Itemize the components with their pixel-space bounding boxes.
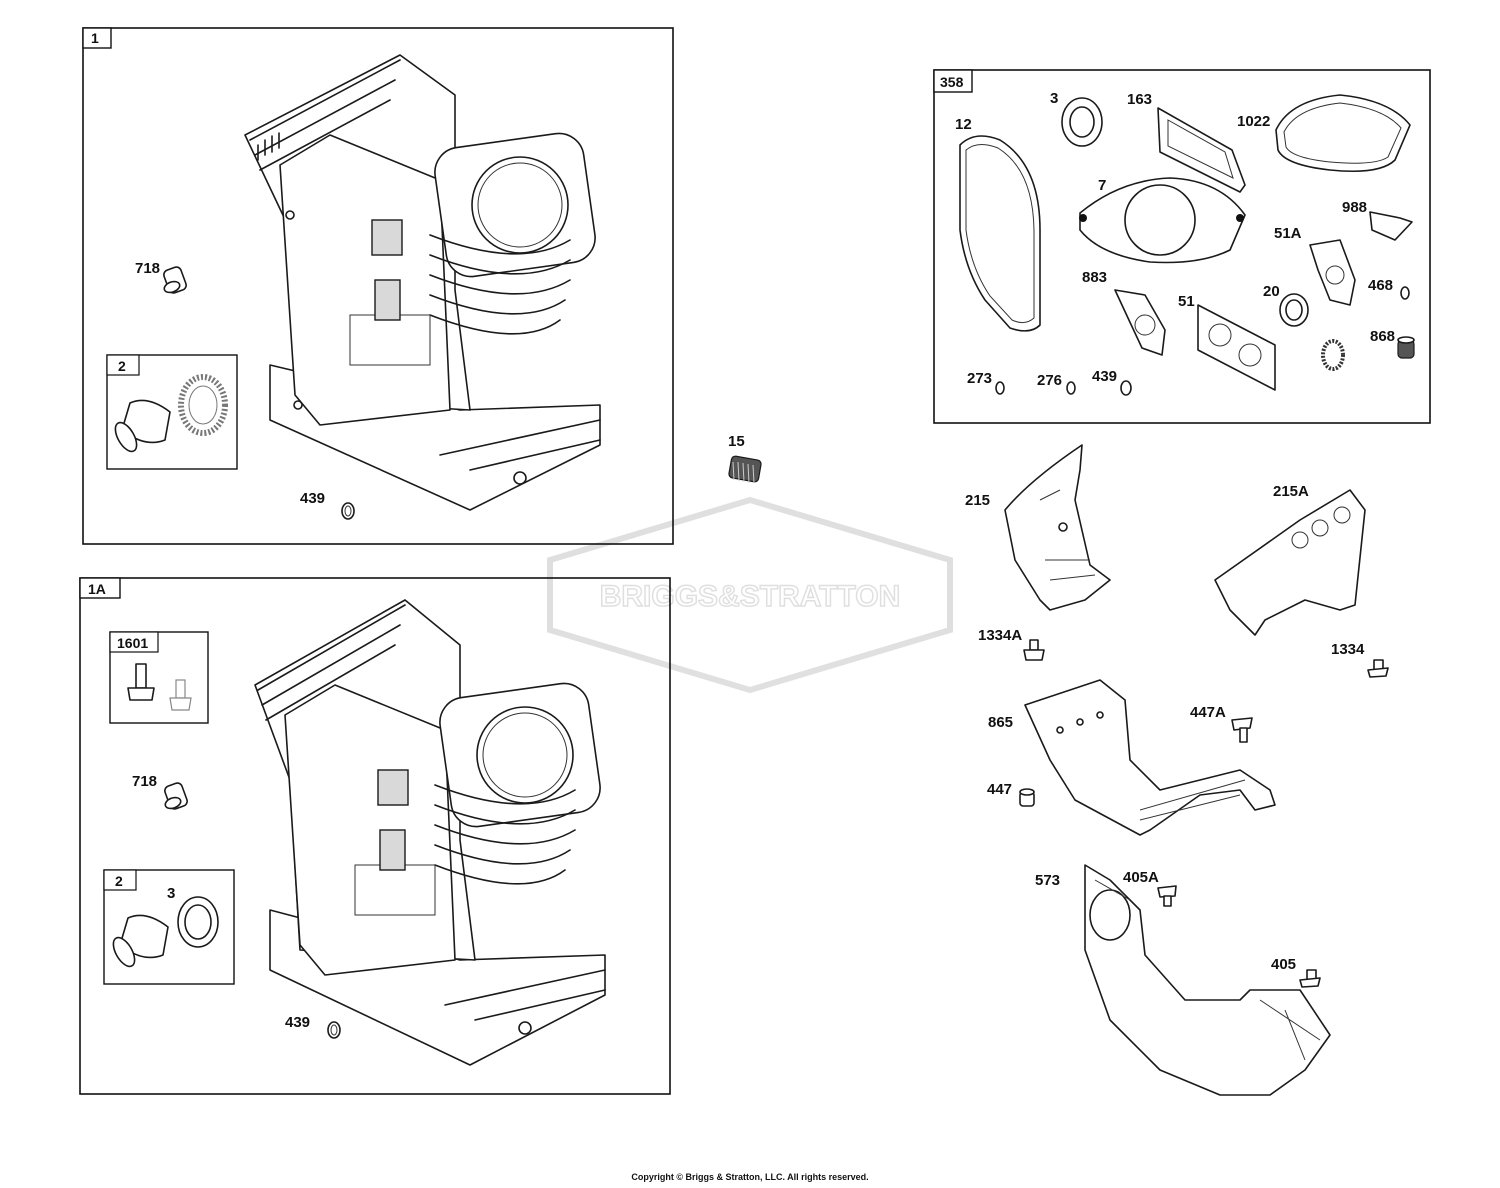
head-gasket-7[interactable]: [1079, 177, 1246, 264]
oring-439-a[interactable]: [341, 502, 355, 520]
callout-51: 51: [1178, 293, 1195, 310]
callout-273: 273: [967, 370, 992, 387]
callout-3: 3: [1050, 90, 1058, 107]
callout-573: 573: [1035, 872, 1060, 889]
gasket-12[interactable]: [959, 135, 1041, 332]
callout-447A: 447A: [1190, 704, 1226, 721]
oring-439-c[interactable]: [1120, 380, 1132, 396]
oring-273[interactable]: [995, 381, 1005, 395]
callout-3-b: 3: [167, 885, 175, 902]
watermark-logo: BRIGGS&STRATTON: [547, 496, 953, 694]
callout-988: 988: [1342, 199, 1367, 216]
callout-439-c: 439: [1092, 368, 1117, 385]
callout-20: 20: [1263, 283, 1280, 300]
dowel-718-a[interactable]: [162, 266, 187, 295]
engine-block-1a[interactable]: [254, 599, 606, 1066]
callout-1334A: 1334A: [978, 627, 1022, 644]
bolt-405A[interactable]: [1157, 885, 1177, 907]
callout-15: 15: [728, 433, 745, 450]
group-tag-2-a: 2: [118, 358, 126, 374]
group-box-1a[interactable]: 1A: [79, 577, 671, 1095]
bolt-1601-a[interactable]: [127, 663, 155, 701]
group-box-2-a[interactable]: 2: [106, 354, 238, 470]
callout-12: 12: [955, 116, 972, 133]
group-tag-1a: 1A: [88, 581, 106, 597]
bolt-447A[interactable]: [1231, 717, 1253, 743]
bolt-447[interactable]: [1019, 788, 1035, 807]
bracket-865[interactable]: [1024, 679, 1276, 836]
group-tag-1601: 1601: [117, 635, 148, 651]
bearing-ring[interactable]: [1321, 339, 1345, 371]
seal-3-b[interactable]: [177, 896, 219, 948]
callout-468: 468: [1368, 277, 1393, 294]
callout-51A: 51A: [1274, 225, 1302, 242]
gasket-51[interactable]: [1197, 304, 1276, 391]
group-box-1[interactable]: 1: [82, 27, 674, 545]
oring-439-b[interactable]: [327, 1021, 341, 1039]
callout-883: 883: [1082, 269, 1107, 286]
callout-439-a: 439: [300, 490, 325, 507]
seal-3[interactable]: [1061, 97, 1103, 147]
group-tag-1: 1: [91, 30, 99, 46]
gasket-51A[interactable]: [1309, 239, 1356, 306]
group-box-2-b[interactable]: 2 3: [103, 869, 235, 985]
group-tag-358: 358: [940, 74, 964, 90]
valve-seal-868[interactable]: [1397, 336, 1415, 359]
callout-7: 7: [1098, 177, 1106, 194]
callout-439-b: 439: [285, 1014, 310, 1031]
bolt-1601-b[interactable]: [169, 679, 192, 711]
gasket-883[interactable]: [1114, 289, 1166, 356]
copyright-notice: Copyright © Briggs & Stratton, LLC. All …: [631, 1172, 869, 1182]
callout-405: 405: [1271, 956, 1296, 973]
oring-468[interactable]: [1400, 286, 1410, 300]
plug-15[interactable]: [728, 455, 762, 484]
gasket-163[interactable]: [1157, 107, 1246, 193]
callout-215: 215: [965, 492, 990, 509]
bearing-sleeve-b[interactable]: [109, 914, 169, 969]
shield-215A[interactable]: [1214, 489, 1366, 636]
callout-718-a: 718: [135, 260, 160, 277]
engine-block-1[interactable]: [244, 54, 601, 511]
callout-163: 163: [1127, 91, 1152, 108]
bolt-1334A[interactable]: [1023, 639, 1045, 661]
callout-1022: 1022: [1237, 113, 1270, 130]
watermark-text: BRIGGS&STRATTON: [600, 580, 901, 613]
callout-1334: 1334: [1331, 641, 1365, 658]
callout-865: 865: [988, 714, 1013, 731]
dowel-718-b[interactable]: [163, 782, 188, 811]
group-box-1601[interactable]: 1601: [109, 631, 209, 724]
seal-20[interactable]: [1279, 293, 1309, 327]
callout-405A: 405A: [1123, 869, 1159, 886]
gasket-1022[interactable]: [1275, 94, 1411, 173]
callout-447: 447: [987, 781, 1012, 798]
callout-718-b: 718: [132, 773, 157, 790]
shroud-573[interactable]: [1084, 864, 1331, 1096]
oring-276[interactable]: [1066, 381, 1076, 395]
bolt-1334[interactable]: [1367, 659, 1389, 678]
bearing-sleeve-a[interactable]: [111, 399, 171, 454]
group-tag-2-b: 2: [115, 873, 123, 889]
callout-276: 276: [1037, 372, 1062, 389]
shield-215[interactable]: [1004, 444, 1111, 611]
group-box-358[interactable]: 358: [933, 69, 1431, 424]
callout-868: 868: [1370, 328, 1395, 345]
gasket-988[interactable]: [1369, 211, 1413, 241]
bolt-405[interactable]: [1299, 969, 1321, 988]
seal-ring-a[interactable]: [178, 374, 228, 436]
callout-215A: 215A: [1273, 483, 1309, 500]
